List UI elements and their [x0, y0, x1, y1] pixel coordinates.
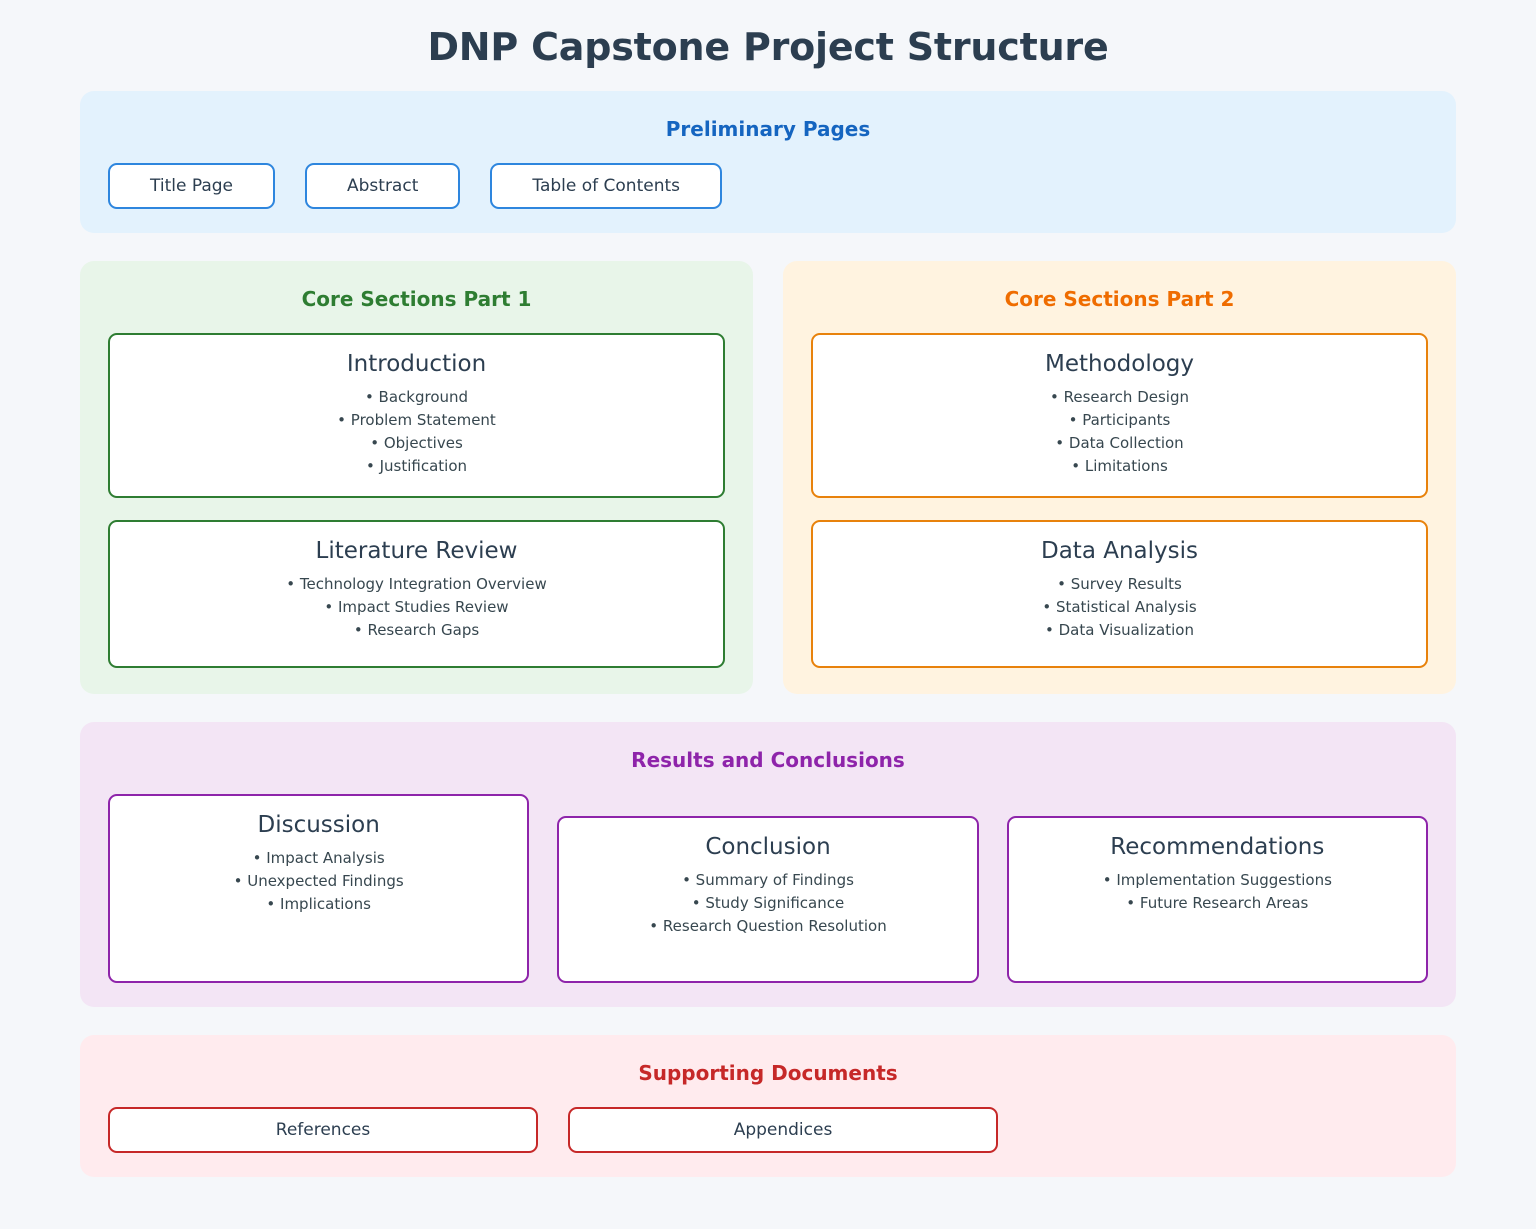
card-bullet: • Data Visualization [1045, 621, 1194, 639]
card-title: Discussion [257, 812, 380, 838]
section-title-core-part-1: Core Sections Part 1 [301, 287, 532, 311]
supporting-item-appendices[interactable]: Appendices [568, 1107, 998, 1153]
card-bullet: • Justification [365, 457, 468, 475]
card-bullet: • Study Significance [691, 894, 845, 912]
card-bullet: • Data Collection [1055, 434, 1184, 452]
card-bullet: • Implementation Suggestions [1102, 871, 1332, 889]
section-preliminary-pages: Preliminary Pages Title Page Abstract Ta… [80, 91, 1456, 233]
card-bullet: • Survey Results [1057, 575, 1182, 593]
card-bullet: • Impact Studies Review [324, 598, 509, 616]
preliminary-item-label: Title Page [150, 176, 233, 196]
card-bullet: • Research Gaps [353, 621, 480, 639]
card-title: Literature Review [315, 538, 518, 564]
card-bullet: • Limitations [1071, 457, 1168, 475]
core-sections-row: Core Sections Part 1 Introduction • Back… [80, 261, 1456, 694]
preliminary-item-label: Abstract [347, 176, 419, 196]
card-bullet: • Background [364, 388, 469, 406]
card-bullet: • Future Research Areas [1126, 894, 1309, 912]
section-title-supporting-documents: Supporting Documents [638, 1061, 898, 1085]
card-bullet: • Implications [266, 895, 371, 913]
supporting-documents-item-row: References Appendices [108, 1107, 1428, 1153]
section-title-preliminary-pages: Preliminary Pages [665, 117, 871, 141]
card-title: Recommendations [1110, 834, 1325, 860]
card-bullet: • Research Design [1050, 388, 1189, 406]
preliminary-pages-item-row: Title Page Abstract Table of Contents [108, 163, 1428, 209]
card-title: Data Analysis [1041, 538, 1198, 564]
card-bullet: • Technology Integration Overview [286, 575, 547, 593]
card-bullet: • Participants [1068, 411, 1171, 429]
section-title-core-part-2: Core Sections Part 2 [1004, 287, 1235, 311]
card-bullet: • Statistical Analysis [1042, 598, 1197, 616]
card-bullet: • Research Question Resolution [649, 917, 887, 935]
card-discussion[interactable]: Discussion • Impact Analysis • Unexpecte… [108, 794, 530, 983]
card-bullet: • Unexpected Findings [233, 872, 404, 890]
card-bullet: • Problem Statement [337, 411, 496, 429]
card-title: Conclusion [705, 834, 831, 860]
page-title: DNP Capstone Project Structure [427, 25, 1109, 69]
section-supporting-documents: Supporting Documents References Appendic… [80, 1035, 1456, 1177]
card-data-analysis[interactable]: Data Analysis • Survey Results • Statist… [811, 520, 1428, 668]
preliminary-item-table-of-contents[interactable]: Table of Contents [490, 163, 722, 209]
card-conclusion[interactable]: Conclusion • Summary of Findings • Study… [557, 816, 979, 983]
card-title: Methodology [1044, 351, 1194, 377]
preliminary-item-abstract[interactable]: Abstract [305, 163, 461, 209]
card-introduction[interactable]: Introduction • Background • Problem Stat… [108, 333, 725, 498]
supporting-item-references[interactable]: References [108, 1107, 538, 1153]
card-bullet: • Summary of Findings [682, 871, 854, 889]
card-methodology[interactable]: Methodology • Research Design • Particip… [811, 333, 1428, 498]
section-title-results-and-conclusions: Results and Conclusions [631, 748, 905, 772]
section-core-part-2: Core Sections Part 2 Methodology • Resea… [783, 261, 1456, 694]
section-results-and-conclusions: Results and Conclusions Discussion • Imp… [80, 722, 1456, 1007]
supporting-item-label: Appendices [733, 1120, 833, 1140]
card-literature-review[interactable]: Literature Review • Technology Integrati… [108, 520, 725, 668]
card-recommendations[interactable]: Recommendations • Implementation Suggest… [1006, 816, 1428, 983]
preliminary-item-label: Table of Contents [532, 176, 680, 196]
card-bullet: • Objectives [370, 434, 463, 452]
card-title: Introduction [346, 351, 487, 377]
preliminary-item-title-page[interactable]: Title Page [108, 163, 275, 209]
card-bullet: • Impact Analysis [252, 849, 385, 867]
results-card-row: Discussion • Impact Analysis • Unexpecte… [108, 794, 1428, 983]
section-core-part-1: Core Sections Part 1 Introduction • Back… [80, 261, 753, 694]
supporting-item-label: References [275, 1120, 371, 1140]
